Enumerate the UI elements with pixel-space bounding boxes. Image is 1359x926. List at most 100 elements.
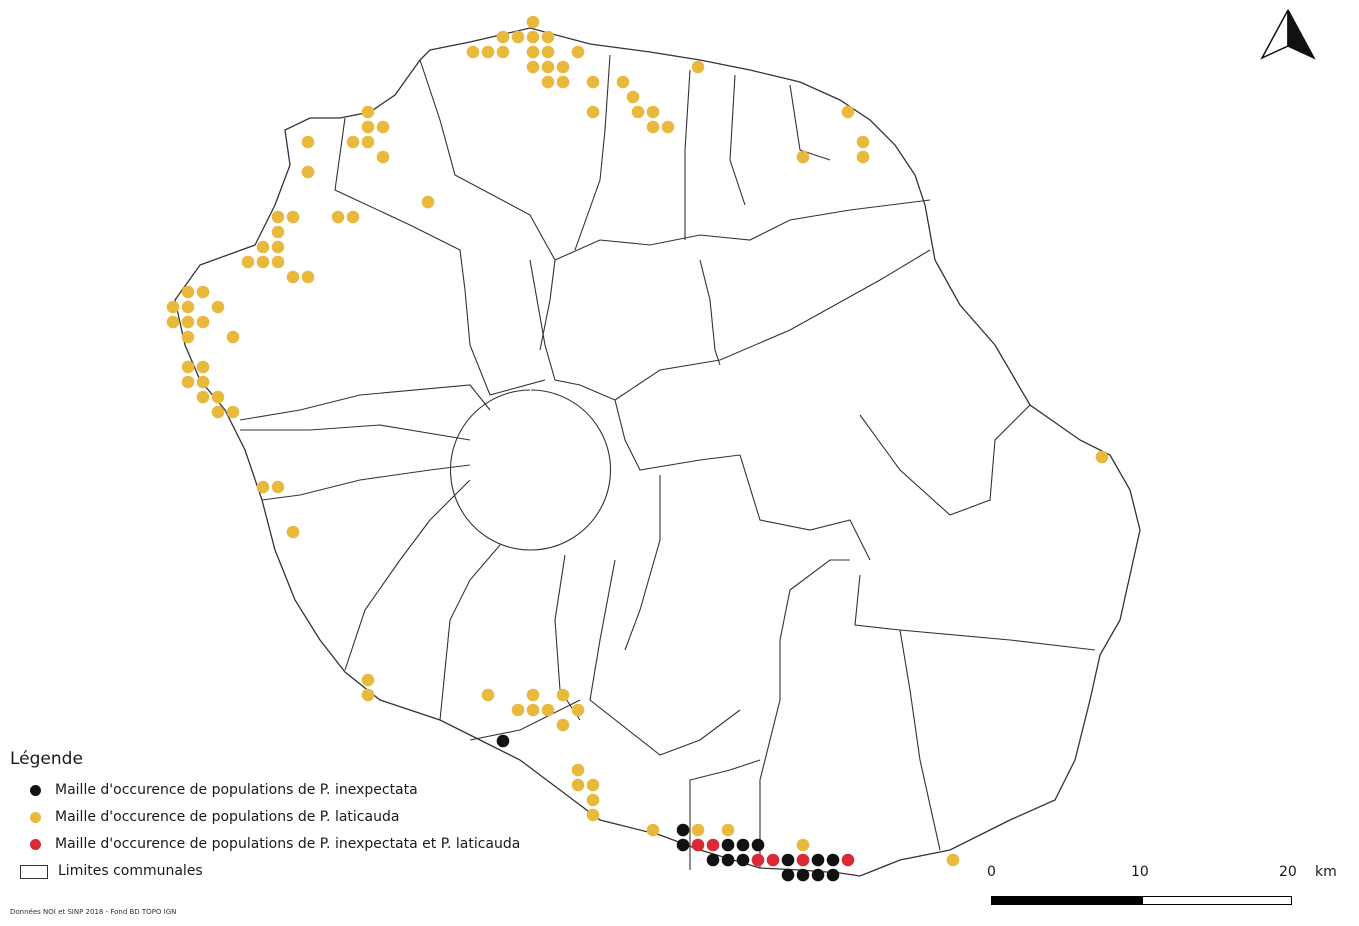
occurrence-dot	[556, 688, 570, 702]
legend-title: Légende	[10, 749, 83, 769]
scale-segment-white	[1142, 896, 1292, 905]
occurrence-dot	[301, 270, 315, 284]
occurrence-dot	[796, 150, 810, 164]
occurrence-dot	[571, 763, 585, 777]
occurrence-dot	[571, 45, 585, 59]
occurrence-dot	[616, 75, 630, 89]
occurrence-dot	[646, 120, 660, 134]
occurrence-dot	[751, 853, 765, 867]
occurrence-dot	[196, 375, 210, 389]
occurrence-dot	[781, 853, 795, 867]
occurrence-dot	[481, 688, 495, 702]
occurrence-dot	[286, 270, 300, 284]
occurrence-dot	[721, 838, 735, 852]
occurrence-dot	[1095, 450, 1109, 464]
legend-item-both: Maille d'occurence de populations de P. …	[10, 831, 520, 858]
occurrence-dot	[586, 808, 600, 822]
legend-item-laticauda: Maille d'occurence de populations de P. …	[10, 804, 520, 831]
occurrence-dot	[196, 390, 210, 404]
occurrence-dot	[721, 853, 735, 867]
scale-tick-0: 0	[987, 864, 996, 880]
occurrence-dot	[586, 778, 600, 792]
occurrence-dot	[691, 823, 705, 837]
occurrence-dot	[646, 105, 660, 119]
scale-bar: 0 10 20 km	[985, 864, 1337, 914]
occurrence-dot	[856, 135, 870, 149]
occurrence-dot	[181, 330, 195, 344]
occurrence-dot	[691, 60, 705, 74]
occurrence-dot	[586, 105, 600, 119]
occurrence-dot	[271, 225, 285, 239]
occurrence-dot	[376, 120, 390, 134]
occurrence-dot	[196, 315, 210, 329]
occurrence-dot	[661, 120, 675, 134]
occurrence-dot	[196, 285, 210, 299]
occurrence-dot	[496, 734, 510, 748]
occurrence-dot	[571, 778, 585, 792]
occurrence-dot	[271, 240, 285, 254]
occurrence-dot	[361, 688, 375, 702]
occurrence-dot	[286, 525, 300, 539]
occurrence-dot	[466, 45, 480, 59]
map-credit: Données NOI et SINP 2018 - Fond BD TOPO …	[10, 908, 177, 916]
occurrence-dot	[226, 330, 240, 344]
occurrence-dot	[181, 300, 195, 314]
occurrence-dot	[526, 15, 540, 29]
occurrence-dot	[271, 480, 285, 494]
occurrence-dot	[541, 45, 555, 59]
legend-item-boundary: Limites communales	[10, 858, 520, 885]
occurrence-dot	[421, 195, 435, 209]
occurrence-dot	[361, 105, 375, 119]
occurrence-dot	[376, 150, 390, 164]
legend-item-inexpectata: Maille d'occurence de populations de P. …	[10, 777, 520, 804]
scale-tick-20: 20	[1279, 864, 1297, 880]
occurrence-dot	[226, 405, 240, 419]
legend-item-label: Maille d'occurence de populations de P. …	[55, 836, 521, 852]
occurrence-dot	[796, 853, 810, 867]
occurrence-dot	[841, 105, 855, 119]
occurrence-dot	[256, 240, 270, 254]
occurrence-dot	[811, 868, 825, 882]
island-outline	[174, 27, 1141, 877]
occurrence-dot	[676, 838, 690, 852]
occurrence-dot	[541, 703, 555, 717]
occurrence-dot	[766, 853, 780, 867]
occurrence-dot	[511, 703, 525, 717]
occurrence-dot	[826, 853, 840, 867]
occurrence-dot	[856, 150, 870, 164]
occurrence-dot	[676, 823, 690, 837]
occurrence-dot	[646, 823, 660, 837]
occurrence-dot	[526, 688, 540, 702]
occurrence-dot	[331, 210, 345, 224]
occurrence-dot	[721, 823, 735, 837]
occurrence-dot	[181, 315, 195, 329]
occurrence-dot	[541, 30, 555, 44]
occurrence-dot	[256, 480, 270, 494]
occurrence-dot	[526, 30, 540, 44]
north-arrow-icon	[1258, 6, 1318, 66]
occurrence-dot	[626, 90, 640, 104]
occurrence-dot	[481, 45, 495, 59]
occurrence-dot	[346, 210, 360, 224]
legend: Légende Maille d'occurence de population…	[10, 746, 520, 885]
occurrence-dot	[301, 165, 315, 179]
occurrence-dot	[826, 868, 840, 882]
commune-boundaries	[239, 54, 1096, 870]
occurrence-dot	[796, 838, 810, 852]
occurrence-dot	[181, 285, 195, 299]
occurrence-dot	[691, 838, 705, 852]
occurrence-dot	[781, 868, 795, 882]
occurrence-dot	[181, 360, 195, 374]
occurrence-dot	[361, 135, 375, 149]
occurrence-dot	[706, 838, 720, 852]
occurrence-dot	[256, 255, 270, 269]
occurrence-dot	[706, 853, 720, 867]
red-dot-icon	[30, 839, 41, 850]
occurrence-dot	[301, 135, 315, 149]
occurrence-dot	[511, 30, 525, 44]
occurrence-dot	[796, 868, 810, 882]
occurrence-dot	[271, 255, 285, 269]
scale-unit: km	[1315, 864, 1337, 880]
occurrence-dot	[946, 853, 960, 867]
